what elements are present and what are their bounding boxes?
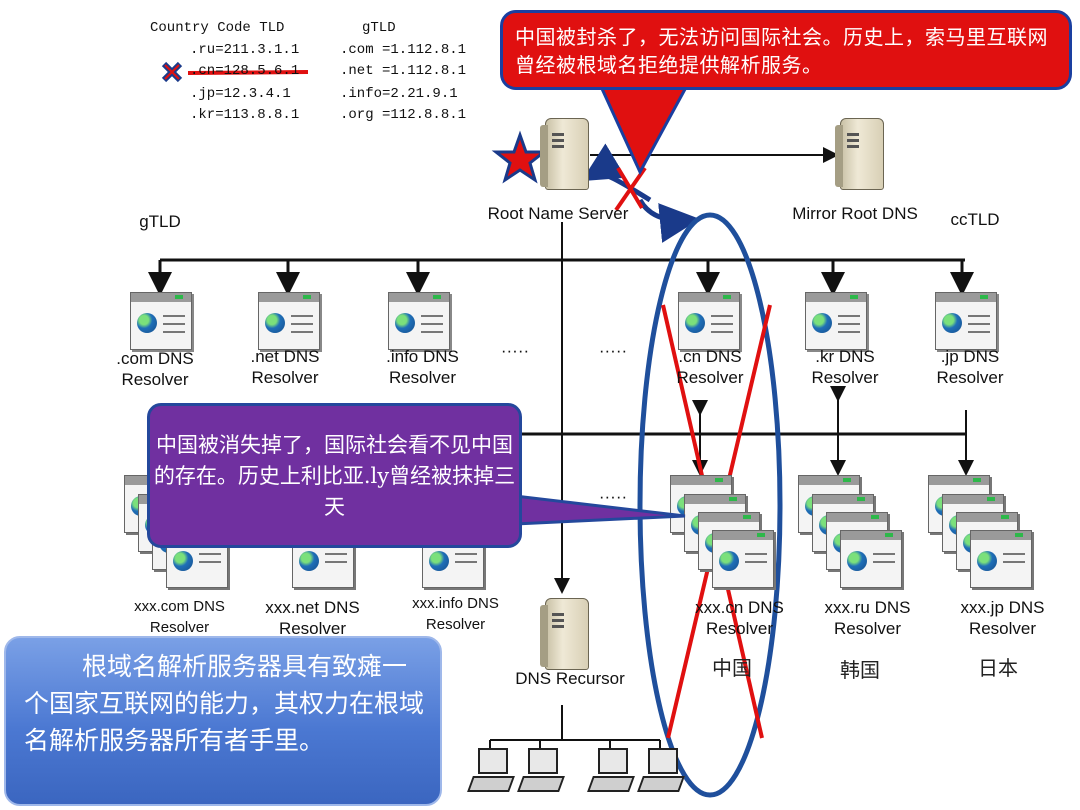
- g-entry-org: .org =112.8.8.1: [340, 107, 467, 123]
- callout-red: 中国被封杀了，无法访问国际社会。历史上，索马里互联网曾经被根域名拒绝提供解析服务…: [500, 10, 1072, 90]
- client-computer-icon: [637, 748, 685, 792]
- xxx-info-label: xxx.info DNS Resolver: [412, 595, 499, 633]
- mirror-label: Mirror Root DNS: [792, 204, 918, 223]
- callout-red-pointer: [596, 80, 692, 176]
- cc-entry-cn: .cn=128.5.6.1: [190, 63, 300, 79]
- callout-purple: 中国被消失掉了，国际社会看不见中国的存在。历史上利比亚.ly曾经被抹掉三天: [147, 403, 522, 548]
- cc-entry-jp: .jp=12.3.4.1: [190, 86, 291, 102]
- client-computer-icon: [587, 748, 635, 792]
- callout-purple-pointer: [515, 494, 686, 526]
- dots-2: ·····: [598, 341, 628, 360]
- kr-resolver-label: .kr DNS Resolver: [811, 347, 879, 387]
- cc-entry-kr: .kr=113.8.8.1: [190, 107, 300, 123]
- client-computer-icon: [467, 748, 515, 792]
- cc-entry-ru: .ru=211.3.1.1: [190, 42, 300, 58]
- gtld-label: gTLD: [139, 212, 181, 231]
- dots-3: ·····: [598, 487, 628, 506]
- root-label: Root Name Server: [487, 204, 629, 223]
- country-korea: 韩国: [840, 658, 880, 682]
- cn-resolver-icon: [678, 292, 740, 350]
- jp-resolver-label: .jp DNS Resolver: [936, 347, 1004, 387]
- xxx-com-label: xxx.com DNS Resolver: [134, 598, 225, 636]
- mirror-server-icon: [835, 118, 884, 190]
- cctld-label: ccTLD: [950, 210, 1000, 229]
- recursor-label: DNS Recursor: [515, 669, 625, 688]
- g-entry-net: .net =1.112.8.1: [340, 63, 467, 79]
- jp-resolver-icon: [935, 292, 997, 350]
- info-resolver-label: .info DNS Resolver: [386, 347, 459, 387]
- xxx-cn-label: xxx.cn DNS Resolver: [695, 598, 784, 638]
- recursor-server-icon: [540, 598, 589, 670]
- g-entry-info: .info=2.21.9.1: [340, 86, 458, 102]
- xxx-net-label: xxx.net DNS Resolver: [265, 598, 360, 638]
- dots-1: ·····: [500, 341, 530, 360]
- g-entry-com: .com =1.112.8.1: [340, 42, 467, 58]
- cc-tld-header: Country Code TLD: [150, 20, 285, 36]
- cn-resolver-label: .cn DNS Resolver: [676, 347, 744, 387]
- xxx-jp-label: xxx.jp DNS Resolver: [960, 598, 1045, 638]
- info-resolver-icon: [388, 292, 450, 350]
- root-server-icon: [540, 118, 589, 190]
- summary-note: 根域名解析服务器具有致瘫一个国家互联网的能力，其权力在根域名解析服务器所有者手里…: [4, 636, 442, 806]
- g-tld-header: gTLD: [362, 20, 396, 36]
- net-resolver-icon: [258, 292, 320, 350]
- xxx-ru-label: xxx.ru DNS Resolver: [824, 598, 911, 638]
- summary-note-text: 根域名解析服务器具有致瘫一个国家互联网的能力，其权力在根域名解析服务器所有者手里…: [24, 652, 425, 755]
- client-computer-icon: [517, 748, 565, 792]
- net-resolver-label: .net DNS Resolver: [250, 347, 320, 387]
- country-china: 中国: [712, 656, 752, 680]
- com-resolver-icon: [130, 292, 192, 350]
- kr-resolver-icon: [805, 292, 867, 350]
- country-japan: 日本: [978, 656, 1018, 680]
- com-resolver-label: .com DNS Resolver: [116, 349, 194, 389]
